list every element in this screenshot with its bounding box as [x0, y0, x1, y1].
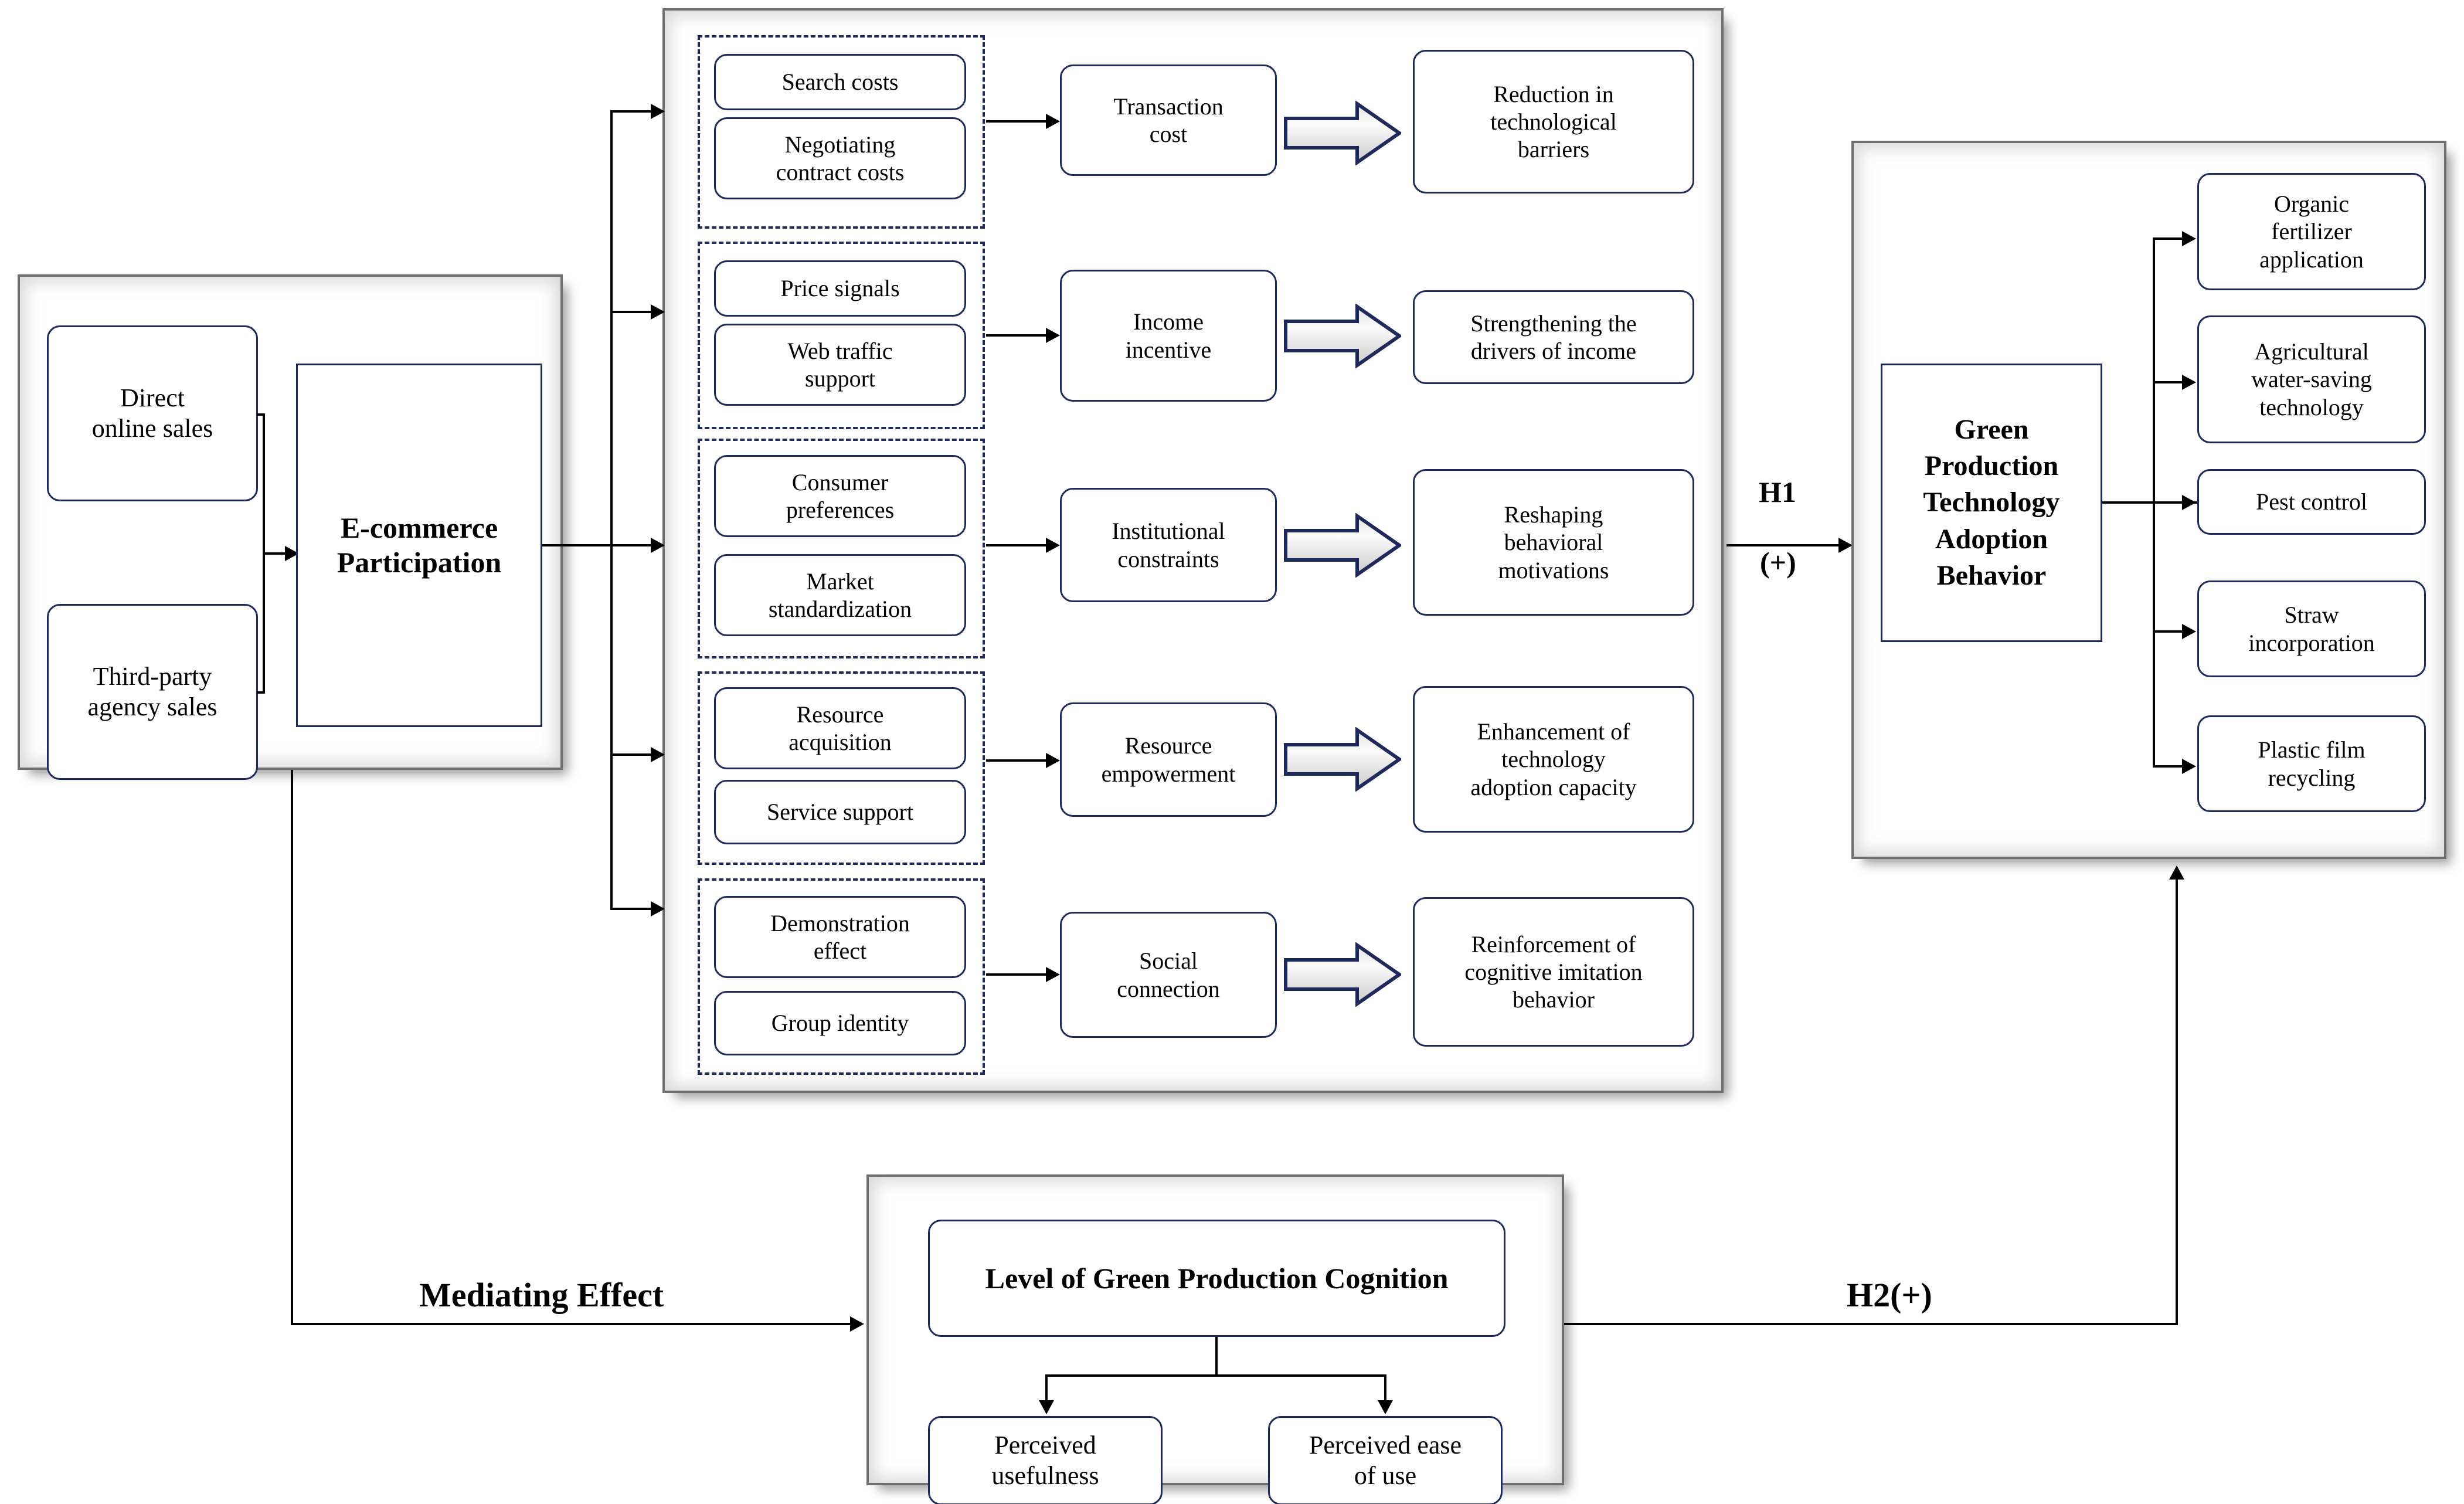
- row-2-block-arrow-icon: [1284, 304, 1401, 368]
- outcome-box-strengthening-drivers-of-income[interactable]: Strengthening the drivers of income: [1413, 290, 1694, 384]
- construct-box-ecommerce-participation[interactable]: E-commerce Participation: [296, 364, 542, 727]
- h2-label: H2(+): [1847, 1276, 1932, 1314]
- outcome-box-reinforcement-cognitive-imitation-behavior[interactable]: Reinforcement of cognitive imitation beh…: [1413, 897, 1694, 1047]
- fanout-stem-line: [542, 544, 613, 546]
- mechanism-box-institutional-constraints[interactable]: Institutional constraints: [1060, 488, 1277, 602]
- indicator-box-consumer-preferences[interactable]: Consumer preferences: [714, 455, 966, 537]
- row-4-connector-line: [986, 759, 1051, 762]
- indicator-box-search-costs[interactable]: Search costs: [714, 54, 966, 110]
- mechanism-box-income-incentive[interactable]: Income incentive: [1060, 270, 1277, 402]
- mechanism-box-social-connection[interactable]: Social connection: [1060, 912, 1277, 1038]
- fanout-branch-2-line: [610, 311, 663, 313]
- mediating-path-arrowhead-icon: [850, 1316, 864, 1332]
- dashed-group-transaction: [698, 35, 985, 229]
- tech-branch-5-line: [2153, 765, 2194, 768]
- row-3-connector-line: [986, 544, 1051, 546]
- indicator-box-market-standardization[interactable]: Market standardization: [714, 554, 966, 636]
- left-bracket-top-stub: [257, 413, 264, 416]
- left-bracket-bottom-stub: [257, 691, 264, 694]
- fanout-branch-2-arrowhead-icon: [651, 304, 665, 320]
- mediator-fork-stem-line: [1215, 1337, 1218, 1376]
- mediator-dimension-box-perceived-usefulness[interactable]: Perceived usefulness: [928, 1416, 1163, 1504]
- fanout-branch-1-arrowhead-icon: [651, 104, 665, 119]
- mediator-fork-left-line: [1045, 1374, 1048, 1403]
- fanout-branch-5-line: [610, 908, 663, 910]
- technology-box-plastic-film-recycling[interactable]: Plastic film recycling: [2197, 715, 2426, 812]
- construct-box-green-production-technology-adoption-behavior[interactable]: Green Production Technology Adoption Beh…: [1881, 364, 2102, 642]
- row-4-connector-arrowhead-icon: [1046, 753, 1060, 768]
- indicator-box-resource-acquisition[interactable]: Resource acquisition: [714, 687, 966, 769]
- dashed-group-social: [698, 878, 985, 1075]
- dashed-group-institutional: [698, 439, 985, 658]
- row-1-connector-arrowhead-icon: [1046, 114, 1060, 129]
- fanout-trunk-line: [610, 110, 613, 908]
- h1-label-line2: (+): [1760, 546, 1796, 579]
- mediator-dimension-box-perceived-ease-of-use[interactable]: Perceived ease of use: [1268, 1416, 1503, 1504]
- outcome-box-reshaping-behavioral-motivations[interactable]: Reshaping behavioral motivations: [1413, 469, 1694, 616]
- tech-branch-3-arrowhead-icon: [2182, 495, 2196, 510]
- tech-branch-1-arrowhead-icon: [2182, 231, 2196, 246]
- indicator-box-group-identity[interactable]: Group identity: [714, 991, 966, 1055]
- h1-arrowhead-icon: [1838, 538, 1853, 553]
- fanout-branch-1-line: [610, 110, 663, 113]
- mediating-effect-label: Mediating Effect: [419, 1276, 664, 1314]
- dashed-group-income: [698, 242, 985, 429]
- source-box-direct-online-sales[interactable]: Direct online sales: [47, 325, 258, 501]
- fanout-branch-4-line: [610, 753, 663, 756]
- dashed-group-resource: [698, 671, 985, 865]
- row-3-block-arrow-icon: [1284, 513, 1401, 578]
- tech-branch-1-line: [2153, 237, 2194, 240]
- tech-branch-4-arrowhead-icon: [2182, 624, 2196, 639]
- indicator-box-web-traffic-support[interactable]: Web traffic support: [714, 324, 966, 406]
- mediator-fork-cross-line: [1045, 1374, 1386, 1377]
- technology-box-agricultural-water-saving-technology[interactable]: Agricultural water-saving technology: [2197, 315, 2426, 443]
- row-2-connector-arrowhead-icon: [1046, 328, 1060, 343]
- row-1-block-arrow-icon: [1284, 101, 1401, 165]
- indicator-box-negotiating-contract-costs[interactable]: Negotiating contract costs: [714, 117, 966, 199]
- mediator-fork-left-arrowhead-icon: [1039, 1400, 1054, 1414]
- fanout-branch-4-arrowhead-icon: [651, 747, 665, 762]
- mediator-fork-right-line: [1384, 1374, 1386, 1403]
- row-5-connector-line: [986, 973, 1051, 976]
- mediating-path-vertical-line: [291, 770, 293, 1325]
- row-3-connector-arrowhead-icon: [1046, 538, 1060, 553]
- fanout-branch-3-line: [610, 544, 663, 546]
- outcome-box-enhancement-technology-adoption-capacity[interactable]: Enhancement of technology adoption capac…: [1413, 686, 1694, 833]
- row-1-connector-line: [986, 120, 1051, 123]
- row-2-connector-line: [986, 334, 1051, 337]
- fanout-branch-5-arrowhead-icon: [651, 901, 665, 916]
- mechanism-box-resource-empowerment[interactable]: Resource empowerment: [1060, 702, 1277, 817]
- h1-connector-line: [1727, 544, 1844, 546]
- tech-branch-2-line: [2153, 381, 2194, 383]
- h2-path-vertical-line: [2176, 880, 2178, 1324]
- technology-box-organic-fertilizer-application[interactable]: Organic fertilizer application: [2197, 173, 2426, 290]
- tech-branch-2-arrowhead-icon: [2182, 375, 2196, 390]
- technology-box-pest-control[interactable]: Pest control: [2197, 469, 2426, 535]
- row-4-block-arrow-icon: [1284, 727, 1401, 792]
- left-bracket-to-construct-line: [263, 552, 286, 555]
- mechanism-box-transaction-cost[interactable]: Transaction cost: [1060, 64, 1277, 176]
- mediator-box-level-of-green-production-cognition[interactable]: Level of Green Production Cognition: [928, 1220, 1505, 1337]
- tech-branch-3-line: [2153, 501, 2194, 504]
- h2-path-horizontal-line: [1564, 1323, 2178, 1325]
- mediator-fork-right-arrowhead-icon: [1378, 1400, 1393, 1414]
- indicator-box-service-support[interactable]: Service support: [714, 780, 966, 844]
- indicator-box-demonstration-effect[interactable]: Demonstration effect: [714, 896, 966, 978]
- tech-branch-4-line: [2153, 630, 2194, 633]
- fanout-branch-3-arrowhead-icon: [651, 538, 665, 553]
- outcome-box-reduction-technological-barriers[interactable]: Reduction in technological barriers: [1413, 50, 1694, 193]
- source-box-third-party-agency-sales[interactable]: Third-party agency sales: [47, 604, 258, 780]
- row-5-block-arrow-icon: [1284, 942, 1401, 1007]
- indicator-box-price-signals[interactable]: Price signals: [714, 260, 966, 317]
- h2-path-arrowhead-icon: [2169, 865, 2184, 880]
- h1-label-line1: H1: [1759, 476, 1796, 508]
- mediating-path-horizontal-line: [291, 1323, 852, 1325]
- technology-box-straw-incorporation[interactable]: Straw incorporation: [2197, 580, 2426, 677]
- row-5-connector-arrowhead-icon: [1046, 967, 1060, 982]
- tech-branch-5-arrowhead-icon: [2182, 759, 2196, 774]
